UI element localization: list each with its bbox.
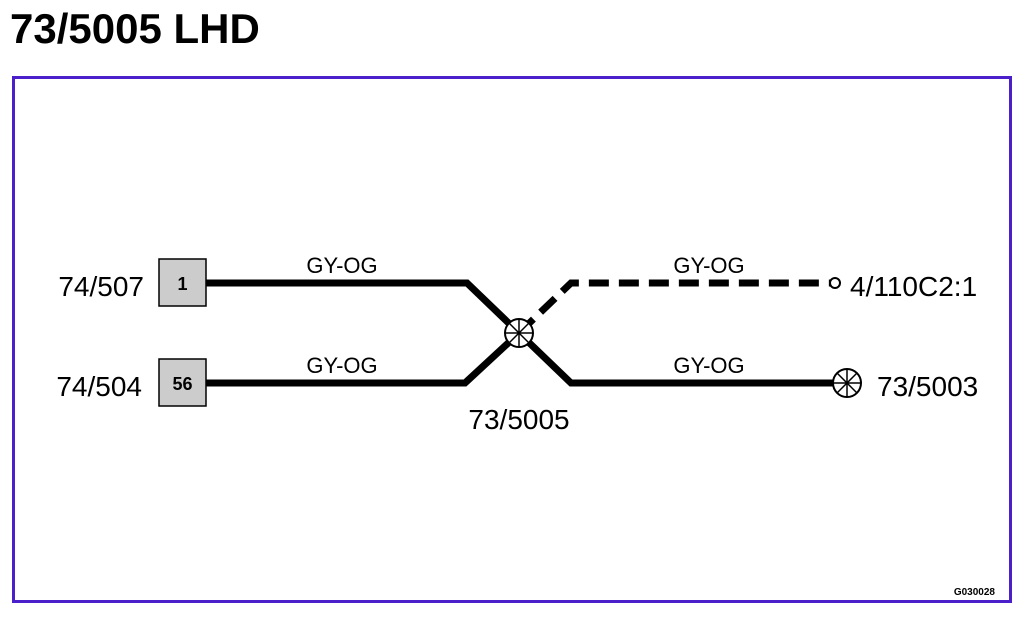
wire-splice-to-73-5003 bbox=[516, 330, 833, 387]
splice-label: 73/5005 bbox=[468, 404, 569, 435]
wire-74-504-to-splice bbox=[206, 330, 522, 387]
wire-color-label: GY-OG bbox=[673, 353, 744, 378]
wire-splice-to-4-110c2 bbox=[516, 279, 830, 336]
wire-74-507-to-splice bbox=[206, 279, 522, 336]
terminal-circle-icon bbox=[829, 277, 841, 289]
splice-icon bbox=[504, 318, 534, 348]
connector-box-74-507 bbox=[158, 258, 207, 307]
wire-color-label: GY-OG bbox=[306, 253, 377, 278]
connector-pin-74-504: 56 bbox=[172, 374, 192, 394]
page-title: 73/5005 LHD bbox=[10, 5, 260, 52]
connector-label-74-507: 74/507 bbox=[58, 271, 144, 302]
wire-color-label: GY-OG bbox=[673, 253, 744, 278]
endpoint-label-73-5003: 73/5003 bbox=[877, 371, 978, 402]
diagram-frame bbox=[12, 76, 1012, 603]
wire-color-label: GY-OG bbox=[306, 353, 377, 378]
endpoint-label-4-110c2: 4/110C2:1 bbox=[850, 271, 977, 302]
connector-pin-74-507: 1 bbox=[177, 274, 187, 294]
splice-icon bbox=[832, 368, 862, 398]
connector-label-74-504: 74/504 bbox=[56, 371, 142, 402]
connector-box-74-504 bbox=[158, 358, 207, 407]
figure-code: G030028 bbox=[954, 587, 996, 598]
